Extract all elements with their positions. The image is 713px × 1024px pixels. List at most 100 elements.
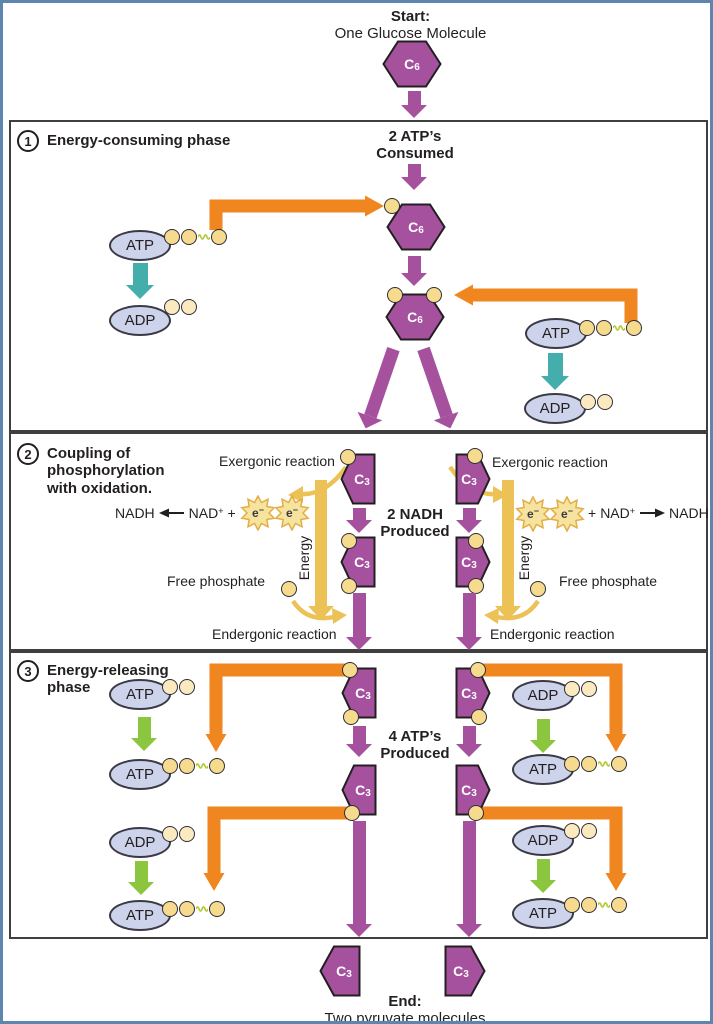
- free-phosphate-circle: [281, 581, 297, 597]
- adp-label: ADP: [124, 312, 156, 329]
- nad-reaction-right: + NAD+ NADH: [588, 505, 709, 521]
- section3-title-line2: phase: [47, 679, 91, 697]
- down-arrow: [456, 726, 482, 757]
- energy-label-right: Energy: [515, 535, 532, 581]
- phosphate-circle: [344, 805, 360, 821]
- phosphate-circle: [581, 681, 597, 697]
- phosphate-chain: [162, 758, 225, 774]
- nadh-produced-label: 2 NADH Produced: [344, 506, 486, 541]
- section3-header: 3 Energy-releasing phase: [17, 660, 169, 697]
- section1-box: [9, 120, 708, 432]
- phosphate-circle: [162, 679, 178, 695]
- plus-sign: +: [588, 505, 597, 521]
- atp-label: ATP: [125, 907, 155, 924]
- phosphate-circle: [164, 229, 180, 245]
- atp-produced-label: 4 ATP’s Produced: [344, 728, 486, 763]
- phosphate-circle: [467, 448, 483, 464]
- phosphate-circle: [611, 756, 627, 772]
- gold-arrowhead: [332, 608, 347, 624]
- nad-label: NAD+: [600, 505, 636, 521]
- phosphate-pair: [164, 299, 197, 315]
- phosphate-circle: [564, 823, 580, 839]
- high-energy-bond-squiggle: [598, 902, 610, 908]
- gold-arrowhead: [288, 486, 303, 503]
- section3-title: Energy-releasing phase: [47, 660, 169, 697]
- phosphate-circle: [209, 758, 225, 774]
- atp-label: ATP: [125, 686, 155, 703]
- orange-arrowhead: [605, 873, 627, 891]
- phosphate-circle: [468, 805, 484, 821]
- teal-down-arrow: [126, 263, 154, 299]
- atp-label: ATP: [541, 325, 571, 342]
- phosphate-chain: [564, 897, 627, 913]
- section1-header: 1 Energy-consuming phase: [17, 130, 230, 152]
- phosphate-chain: [162, 901, 225, 917]
- start-subtitle: One Glucose Molecule: [334, 25, 487, 43]
- down-arrow: [401, 91, 427, 118]
- phosphate-circle: [179, 679, 195, 695]
- phosphate-circle: [470, 662, 486, 678]
- end-label: End: Two pyruvate molecules: [285, 993, 525, 1021]
- phosphate-circle: [341, 578, 357, 594]
- green-down-arrow: [530, 859, 556, 893]
- orange-elbow-arrow-s3-topleft: [209, 663, 349, 735]
- phosphate-circle: [581, 823, 597, 839]
- orange-arrowhead: [454, 284, 473, 306]
- down-arrow: [401, 256, 427, 286]
- left-arrow-icon: [158, 508, 184, 518]
- down-arrow: [456, 593, 482, 650]
- endergonic-label-left: Endergonic reaction: [212, 626, 337, 642]
- free-phosphate-circle: [530, 581, 546, 597]
- energy-label-left: Energy: [295, 535, 312, 581]
- orange-elbow-arrow-s1-left: [209, 199, 365, 230]
- phosphate-circle: [340, 449, 356, 465]
- phosphate-circle: [564, 681, 580, 697]
- phosphate-pair: [564, 823, 597, 839]
- orange-elbow-arrow-s3-bottomright: [475, 806, 623, 874]
- exergonic-label-right: Exergonic reaction: [492, 454, 608, 470]
- nadh-produced-line2: Produced: [380, 523, 450, 541]
- electron-starburst: e−: [515, 496, 551, 532]
- phosphate-circle: [181, 229, 197, 245]
- orange-arrowhead: [365, 195, 384, 217]
- phosphate-circle: [468, 533, 484, 549]
- orange-elbow-arrow-s3-topright: [477, 663, 623, 735]
- phosphate-pair: [162, 679, 195, 695]
- high-energy-bond-squiggle: [196, 906, 208, 912]
- phosphate-circle: [580, 394, 596, 410]
- atp-label: ATP: [528, 761, 558, 778]
- section2-title-line2: phosphorylation: [47, 462, 165, 480]
- down-arrow: [401, 164, 427, 190]
- adp-ellipse: ADP: [109, 305, 171, 336]
- atp-label: ATP: [125, 766, 155, 783]
- atp-label: ATP: [125, 237, 155, 254]
- atp-ellipse: ATP: [512, 754, 574, 785]
- orange-arrowhead: [205, 734, 227, 752]
- energy-down-arrow-left: [308, 480, 334, 620]
- end-title: End:: [388, 993, 422, 1010]
- orange-arrowhead: [203, 873, 225, 891]
- phosphate-circle: [564, 897, 580, 913]
- down-arrow: [346, 726, 372, 757]
- orange-arrowhead: [605, 734, 627, 752]
- high-energy-bond-squiggle: [196, 763, 208, 769]
- phosphate-circle: [179, 901, 195, 917]
- high-energy-bond-squiggle: [613, 325, 625, 331]
- phosphate-pair: [162, 826, 195, 842]
- free-phosphate-label-left: Free phosphate: [167, 573, 266, 589]
- adp-label: ADP: [527, 832, 559, 849]
- atp-ellipse: ATP: [512, 898, 574, 929]
- atp-produced-line1: 4 ATP’s: [388, 728, 442, 745]
